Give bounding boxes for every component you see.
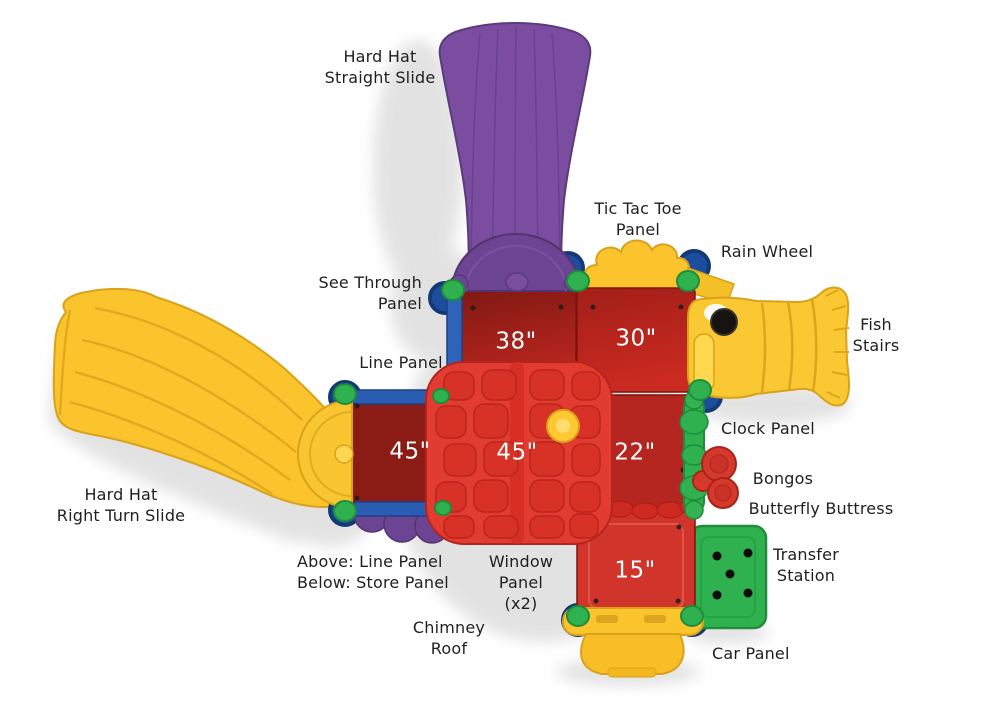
label-transfer-station: Transfer Station: [773, 545, 839, 585]
measurement-deck-30: 30": [615, 325, 657, 352]
label-see-through-panel: See Through Panel: [318, 273, 422, 313]
label-line-panel: Line Panel: [359, 353, 443, 372]
measurement-deck-15: 15": [614, 557, 656, 584]
label-hard-hat-right-turn-slide: Hard Hat Right Turn Slide: [56, 485, 186, 525]
label-chimney-roof: Chimney Roof: [412, 618, 486, 658]
label-clock-panel: Clock Panel: [721, 419, 815, 438]
car-panel: [562, 607, 704, 678]
label-bongos: Bongos: [752, 469, 814, 488]
chimney-roof: [425, 361, 613, 545]
label-rain-wheel: Rain Wheel: [720, 242, 814, 261]
transfer-station-dots: [712, 548, 753, 600]
label-fish-stairs: Fish Stairs: [852, 315, 900, 355]
label-line-store-panel: Above: Line Panel Below: Store Panel: [297, 552, 449, 592]
label-hard-hat-straight-slide: Hard Hat Straight Slide: [324, 47, 436, 87]
hard-hat-dome: [296, 398, 354, 510]
slide-ridges: [58, 306, 303, 495]
label-window-panel: Window Panel (x2): [488, 552, 554, 613]
measurement-deck-38: 38": [495, 328, 537, 355]
label-car-panel: Car Panel: [712, 644, 790, 663]
tic-tac-toe-panel: [583, 239, 735, 305]
fish-steps: [760, 298, 818, 393]
rain-wheel: [710, 308, 738, 336]
roof-knob-top: [556, 419, 570, 433]
label-butterfly-buttress: Butterfly Buttress: [748, 499, 894, 518]
bongos: [692, 446, 739, 509]
fish-stairs: [687, 286, 851, 407]
hard-hat-right-turn-slide: [52, 287, 342, 509]
measurement-deck-22: 22": [614, 439, 656, 466]
measurement-deck-45-center: 45": [496, 439, 538, 466]
label-tic-tac-toe-panel: Tic Tac Toe Panel: [594, 199, 682, 239]
post-caps: [333, 270, 712, 627]
fish-tail-ridges: [825, 289, 850, 399]
measurement-deck-45-left: 45": [389, 438, 431, 465]
